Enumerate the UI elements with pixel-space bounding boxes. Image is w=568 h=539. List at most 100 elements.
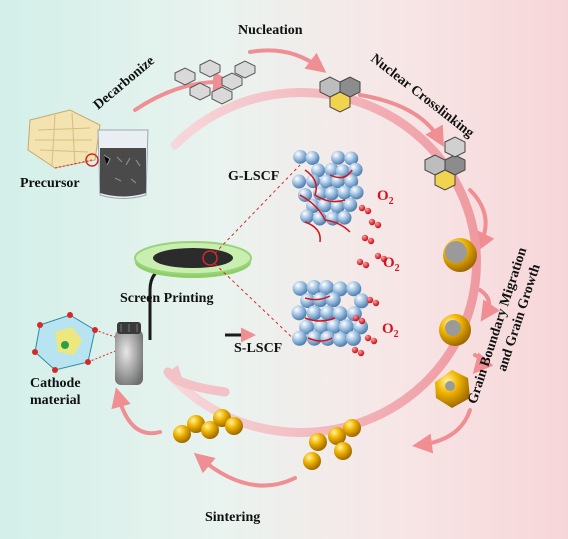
label-precursor: Precursor [20, 176, 80, 191]
oxygen-atom [366, 296, 374, 304]
lscf-particle [291, 305, 307, 321]
oxygen-atom [374, 252, 382, 260]
lscf-particle [319, 174, 334, 189]
label-cathode-line1: Cathode [30, 376, 81, 391]
gold-sphere-icon-cluster-left [173, 409, 243, 443]
lscf-particle [300, 293, 316, 309]
lscf-particle [348, 162, 363, 177]
porous-microstructure-icon-s-lscf [291, 279, 369, 347]
g-lscf-pore-channels [299, 169, 353, 243]
oxygen-atom [356, 258, 364, 266]
powder-vial-icon [115, 322, 143, 385]
lscf-particle [344, 174, 359, 189]
lscf-particle [324, 186, 339, 201]
lscf-particle [306, 280, 322, 296]
arrow-grain-2 [472, 352, 494, 375]
oxygen-atom [367, 237, 375, 245]
grain-disc-icon-2 [439, 314, 471, 346]
label-sintering: Sintering [205, 510, 260, 525]
arrow-crosslinking [358, 93, 444, 147]
lscf-particle [306, 199, 321, 214]
lscf-particle [292, 280, 308, 296]
label-screen-printing: Screen Printing [120, 291, 213, 306]
oxygen-molecule-icons [351, 204, 388, 357]
lscf-particle [344, 151, 359, 166]
lscf-particle [299, 319, 315, 335]
oxygen-atom [362, 261, 370, 269]
oxygen-atom [358, 317, 366, 325]
lscf-particle [320, 330, 336, 346]
oxygen-atom [364, 334, 372, 342]
lscf-particle [325, 211, 340, 226]
label-cathode-line2: material [30, 393, 81, 408]
label-nuclear-crosslinking: Nuclear Crosslinking [368, 51, 477, 141]
label-nucleation: Nucleation [238, 23, 303, 38]
lscf-particle [306, 174, 321, 189]
arrow-grain-3 [412, 408, 472, 454]
crosslinked-hexagon-icon [319, 76, 361, 113]
lscf-particle [325, 292, 341, 308]
big-arc-arrowhead [168, 365, 182, 378]
arrow-sintering [193, 452, 297, 488]
lscf-particle [343, 197, 358, 212]
oxygen-atom [358, 204, 366, 212]
lscf-particle [311, 163, 326, 178]
oxygen-atom [380, 255, 388, 263]
grain-disc-icon-3 [435, 370, 470, 408]
lscf-particle [338, 319, 354, 335]
process-cycle-arrows [111, 48, 500, 488]
lscf-particle [291, 330, 307, 346]
lscf-particle [300, 209, 315, 224]
lscf-particle [305, 151, 320, 166]
electrolyte-disc-icon [134, 164, 301, 346]
o2-label-1: O2 [377, 188, 394, 207]
label-s-lscf: S-LSCF [234, 341, 282, 356]
hexagon-nuclei-icon [174, 59, 256, 105]
lscf-particle [324, 162, 339, 177]
lscf-particle [337, 185, 352, 200]
lscf-particle [345, 330, 361, 346]
lscf-particle [337, 210, 352, 225]
o2-label-3: O2 [382, 321, 399, 340]
arrow-grain-1 [478, 288, 500, 322]
lscf-particle [330, 199, 345, 214]
oxygen-atom [370, 337, 378, 345]
lscf-particle [306, 330, 322, 346]
oxygen-atom [357, 349, 365, 357]
lscf-particle [317, 198, 332, 213]
arrow-decarbonize [133, 71, 233, 112]
crosslinked-hexagon-icon-2 [424, 136, 466, 191]
oxygen-atom [372, 299, 380, 307]
oxygen-atom [364, 207, 372, 215]
grain-disc-icon-1 [443, 238, 477, 272]
lscf-particle [331, 150, 346, 165]
oxygen-atom [351, 346, 359, 354]
zoom-circle [85, 153, 99, 167]
zoom-circle-disc [202, 250, 218, 266]
arrow-nucleation [248, 48, 327, 73]
gold-sphere-icon-cluster-right [303, 419, 361, 470]
arrow-to-grain [468, 188, 495, 253]
lscf-particle [332, 281, 348, 297]
s-lscf-pore-channels [304, 295, 336, 342]
lscf-particle [318, 279, 334, 295]
perovskite-crystal-icon [32, 312, 119, 373]
lscf-particle [293, 149, 308, 164]
lscf-particle [320, 305, 336, 321]
beaker-icon [97, 129, 149, 199]
lscf-particle [353, 293, 369, 309]
porous-microstructure-icon-g-lscf [292, 149, 364, 226]
o2-label-2: O2 [383, 255, 400, 274]
lscf-particle [298, 187, 313, 202]
lscf-particle [313, 319, 329, 335]
lscf-particle [346, 281, 362, 297]
arrow-to-cathode [111, 387, 162, 436]
oxygen-atom [374, 221, 382, 229]
label-g-lscf: G-LSCF [228, 169, 279, 184]
lscf-particle [326, 318, 342, 334]
lscf-particle [292, 174, 307, 189]
precursor-sponge-icon [27, 109, 101, 169]
lscf-particle [332, 331, 348, 347]
